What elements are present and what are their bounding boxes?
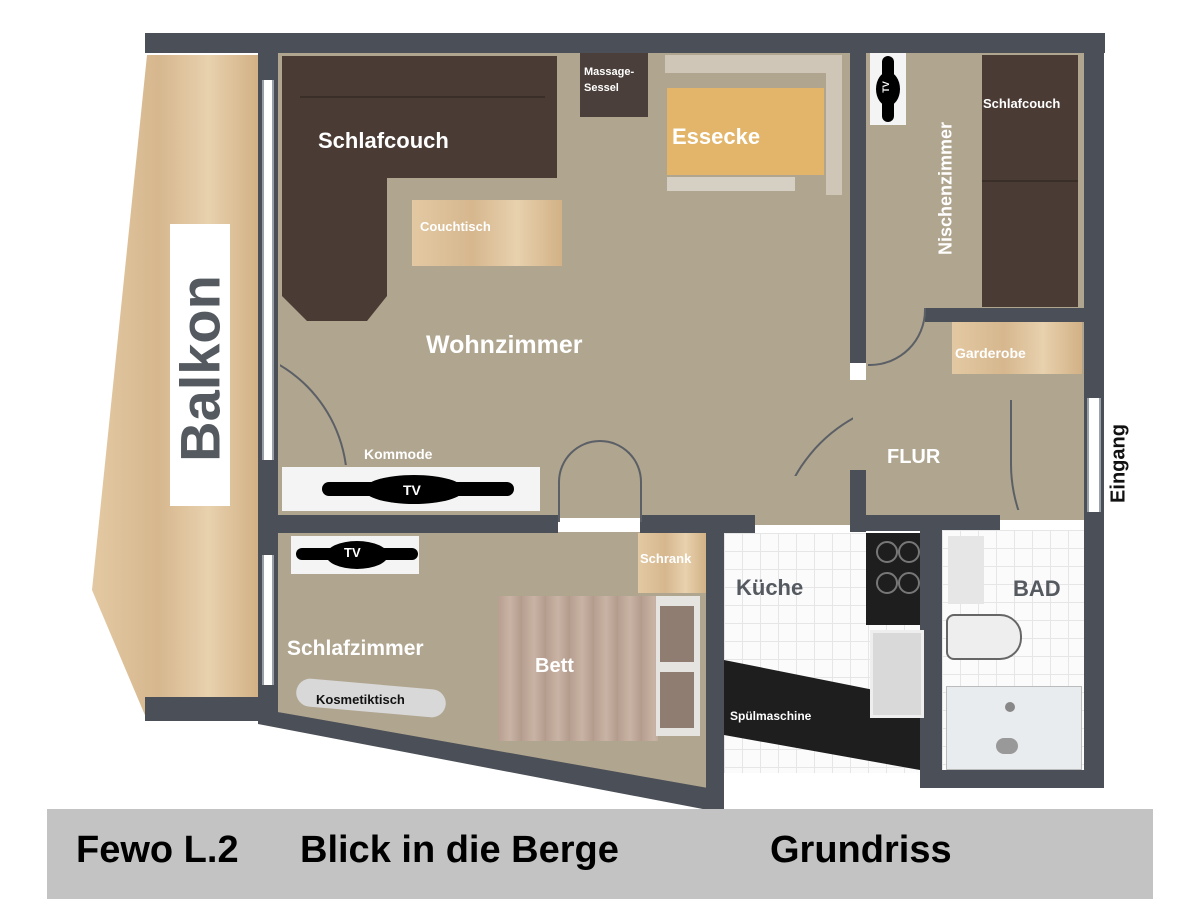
tv-bedroom-icon bbox=[326, 541, 388, 569]
kosmetiktisch-label: Kosmetiktisch bbox=[316, 692, 405, 707]
tv-bedroom-label: TV bbox=[344, 545, 361, 560]
tv-niche-body bbox=[876, 72, 900, 106]
shower bbox=[946, 686, 1082, 770]
caption-name: Blick in die Berge bbox=[300, 829, 619, 871]
sink bbox=[870, 630, 924, 718]
tv-niche-label: TV bbox=[880, 81, 891, 93]
tv-living-label: TV bbox=[403, 482, 421, 498]
wall-bedroom-top-right bbox=[640, 515, 755, 533]
essecke-label: Essecke bbox=[672, 124, 761, 149]
eingang-label: Eingang bbox=[1107, 424, 1130, 503]
garderobe-label: Garderobe bbox=[955, 345, 1026, 361]
dining-bench-side bbox=[826, 55, 842, 195]
caption-bar bbox=[47, 809, 1153, 899]
shower-head bbox=[996, 738, 1018, 754]
bett-label: Bett bbox=[535, 655, 574, 677]
wall-bedroom-right bbox=[706, 515, 724, 807]
entrance-opening bbox=[1087, 398, 1101, 512]
garderobe bbox=[952, 322, 1082, 374]
burner-1 bbox=[876, 541, 898, 563]
coffee-table bbox=[412, 200, 562, 266]
flur-label: FLUR bbox=[887, 446, 941, 468]
kueche-label: Küche bbox=[736, 575, 804, 600]
entrance-door-swing bbox=[1010, 400, 1086, 510]
wall-niche-hall bbox=[925, 308, 1085, 322]
schlafzimmer-label: Schlafzimmer bbox=[287, 637, 424, 660]
schrank-label: Schrank bbox=[640, 551, 692, 566]
dining-chairs bbox=[667, 177, 795, 191]
wall-kitchen-bath bbox=[920, 530, 942, 775]
wardrobe bbox=[638, 533, 706, 593]
kommode-label: Kommode bbox=[364, 446, 433, 462]
massage-label-1: Massage- bbox=[584, 66, 635, 78]
wall-bedroom-top-left bbox=[258, 515, 558, 533]
burner-3 bbox=[876, 572, 898, 594]
bad-label: BAD bbox=[1013, 576, 1061, 601]
couchtisch-label: Couchtisch bbox=[420, 219, 491, 234]
massage-chair bbox=[580, 53, 648, 117]
floor-plan: Balkon Schlafcouch Couchtisch Massage- S… bbox=[92, 33, 1130, 810]
massage-label-2: Sessel bbox=[584, 82, 619, 94]
balcony-label: Balkon bbox=[168, 275, 232, 462]
wall-hall-bottom bbox=[850, 515, 1000, 531]
window-living bbox=[262, 80, 274, 460]
bath-sink bbox=[948, 536, 984, 604]
tv-living-icon bbox=[364, 475, 464, 504]
sofa-cushion-line bbox=[300, 96, 545, 98]
sofa-niche-seam bbox=[982, 180, 1078, 182]
bed bbox=[498, 596, 658, 741]
balcony-wall-bottom bbox=[145, 697, 260, 721]
nischenzimmer-label: Nischenzimmer bbox=[935, 121, 956, 256]
wall-living-niche bbox=[850, 33, 866, 363]
top-wall bbox=[145, 33, 1105, 53]
wohnzimmer-label: Wohnzimmer bbox=[426, 331, 583, 359]
shower-drain bbox=[1005, 702, 1015, 712]
balcony-label-box bbox=[170, 224, 230, 506]
schlafcouch-living-label: Schlafcouch bbox=[318, 128, 449, 153]
toilet bbox=[946, 614, 1022, 660]
pillow-2 bbox=[660, 672, 694, 728]
caption-unit: Fewo L.2 bbox=[76, 829, 239, 871]
spuelmaschine-label: Spülmaschine bbox=[730, 709, 812, 723]
burner-4 bbox=[898, 572, 920, 594]
pillow-1 bbox=[660, 606, 694, 662]
bedroom-door-swing bbox=[558, 440, 642, 522]
caption-type: Grundriss bbox=[770, 829, 952, 871]
schlafcouch-niche-label: Schlafcouch bbox=[983, 96, 1061, 111]
window-bedroom bbox=[262, 555, 274, 685]
wall-bottom-kitchen-bath bbox=[920, 768, 1104, 788]
burner-2 bbox=[898, 541, 920, 563]
dining-bench-top bbox=[665, 55, 840, 73]
dining-table bbox=[667, 88, 824, 175]
